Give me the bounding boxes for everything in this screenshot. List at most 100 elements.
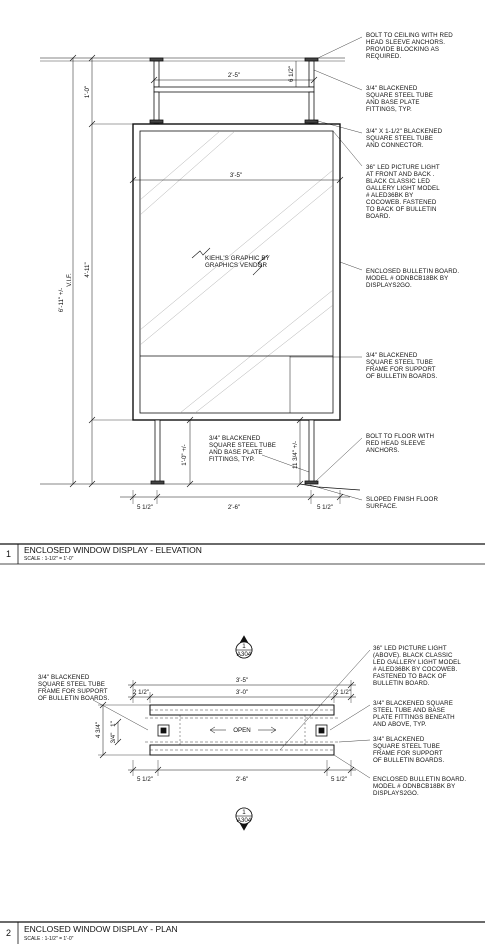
note-line: AND ABOVE, TYP. xyxy=(373,721,427,728)
note-line: SQUARE STEEL TUBE xyxy=(373,743,440,750)
dim-board-width: 3'-5" xyxy=(230,172,242,179)
section-marker-top xyxy=(235,635,253,659)
dim-top-hang: 1'-0" xyxy=(84,86,91,98)
dim-bottom-leg: 1'-0" +/- xyxy=(181,444,188,465)
plan-labels: 1 A304 1 A304 OPEN 3'-5" 2 1/2" 3'-0" 2 … xyxy=(38,643,466,824)
elevation-title-block: 1 ENCLOSED WINDOW DISPLAY - ELEVATION SC… xyxy=(0,543,485,565)
dim-board-height: 4'-11" xyxy=(84,262,91,277)
note-line: 3/4" BLACKENED xyxy=(366,352,418,359)
inner-note-line: AND BASE PLATE xyxy=(209,449,263,456)
dim-vif: V.I.F. xyxy=(66,273,73,287)
section-top-sheet: A304 xyxy=(237,651,252,658)
note-floor-bolt: BOLT TO FLOOR WITH RED HEAD SLEEVE ANCHO… xyxy=(366,433,434,454)
note-line: OF BULLETIN BOARDS. xyxy=(38,695,110,702)
note-line: SURFACE. xyxy=(366,503,398,510)
note-line: COCOWEB. FASTENED xyxy=(366,199,437,206)
note-line: STEEL TUBE AND BASE xyxy=(373,707,445,714)
note-steel-tube-connector: 3/4" X 1-1/2" BLACKENED SQUARE STEEL TUB… xyxy=(366,128,443,149)
dim-bottom-leg-right: 11 3/4" +/- xyxy=(292,441,299,469)
note-line: 3/4" X 1-1/2" BLACKENED xyxy=(366,128,443,135)
note-line: BOARD. xyxy=(366,213,391,220)
note-line: BULLETIN BOARD. xyxy=(373,680,430,687)
elevation-scale: SCALE : 1-1/2" = 1'-0" xyxy=(24,556,74,562)
graphic-label-2: GRAPHICS VENDOR xyxy=(205,262,267,269)
section-bottom-sheet: A304 xyxy=(237,817,252,824)
dim-top-bar-width: 2'-5" xyxy=(228,72,240,79)
note-line: REQUIRED. xyxy=(366,53,401,60)
note-line: BOLT TO CEILING WITH RED xyxy=(366,32,453,39)
note-line: HEAD SLEEVE ANCHORS. xyxy=(366,39,445,46)
note-line: SQUARE STEEL TUBE xyxy=(38,681,105,688)
inner-note-line: FITTINGS, TYP. xyxy=(209,456,255,463)
note-line: PROVIDE BLOCKING AS xyxy=(366,46,439,53)
plan-title-block: 2 ENCLOSED WINDOW DISPLAY - PLAN SCALE :… xyxy=(0,921,485,944)
dim-bottom-left: 5 1/2" xyxy=(137,504,153,511)
note-steel-tube-base: 3/4" BLACKENED SQUARE STEEL TUBE AND BAS… xyxy=(366,85,433,113)
note-line: GALLERY LIGHT MODEL xyxy=(366,185,440,192)
note-line: LED GALLERY LIGHT MODEL xyxy=(373,659,461,666)
elevation-labels: 6'-11" +/- V.I.F. 1'-0" 4'-11" 1'-0" +/-… xyxy=(58,32,459,511)
note-line: DISPLAYS2GO. xyxy=(366,282,412,289)
note-line: (ABOVE). BLACK CLASSIC xyxy=(373,652,453,659)
note-line: FRAME FOR SUPPORT xyxy=(38,688,108,695)
note-line: 36" LED PICTURE LIGHT xyxy=(373,645,447,652)
note-line: FRAME FOR SUPPORT xyxy=(366,366,436,373)
dim-overall: 3'-5" xyxy=(236,677,248,684)
note-line: DISPLAYS2GO. xyxy=(373,790,419,797)
note-line: MODEL # ODNBCB18BK BY xyxy=(373,783,455,790)
section-marker-bottom xyxy=(235,807,253,831)
note-line: FASTENED TO BACK OF xyxy=(373,673,447,680)
dim-depth: 4 3/4" xyxy=(95,722,102,738)
elevation-number: 1 xyxy=(6,549,11,559)
dim-left-top: 2 1/2" xyxy=(133,689,149,696)
note-line: 3/4" BLACKENED xyxy=(373,736,425,743)
dim-top-small: 6 1/2" xyxy=(288,66,295,82)
plan-left-note: 3/4" BLACKENED SQUARE STEEL TUBE FRAME F… xyxy=(38,674,110,702)
note-line: MODEL # ODNBCB18BK BY xyxy=(366,275,448,282)
note-line: OF BULLETIN BOARDS. xyxy=(373,757,445,764)
dim-bottom-mid: 2'-6" xyxy=(228,504,240,511)
inner-note-line: SQUARE STEEL TUBE xyxy=(209,442,276,449)
note-line: 3/4" BLACKENED xyxy=(38,674,90,681)
dim-depth-tiny: 1" xyxy=(110,721,117,727)
inner-note: 3/4" BLACKENED SQUARE STEEL TUBE AND BAS… xyxy=(209,435,276,463)
note-line: SLOPED FINISH FLOOR xyxy=(366,496,438,503)
note-line: RED HEAD SLEEVE xyxy=(366,440,425,447)
section-bottom-num: 1 xyxy=(242,809,246,816)
dim-bottom-mid: 2'-6" xyxy=(236,776,248,783)
note-line: ENCLOSED BULLETIN BOARD. xyxy=(373,776,466,783)
plan-scale: SCALE : 1-1/2" = 1'-0" xyxy=(24,936,74,942)
note-line: TO BACK OF BULLETIN xyxy=(366,206,437,213)
note-support-frame: 3/4" BLACKENED SQUARE STEEL TUBE FRAME F… xyxy=(366,352,437,380)
inner-note-line: 3/4" BLACKENED xyxy=(209,435,261,442)
note-line: ENCLOSED BULLETIN BOARD. xyxy=(366,268,459,275)
note-line: 3/4" BLACKENED xyxy=(366,85,418,92)
note-line: SQUARE STEEL TUBE xyxy=(366,92,433,99)
note-line: BLACK CLASSIC LED xyxy=(366,178,430,185)
note-floor-surface: SLOPED FINISH FLOOR SURFACE. xyxy=(366,496,438,510)
plan-note-tube-fittings: 3/4" BLACKENED SQUARE STEEL TUBE AND BAS… xyxy=(373,700,455,728)
elevation-title: ENCLOSED WINDOW DISPLAY - ELEVATION xyxy=(24,545,202,555)
dim-bottom-right: 5 1/2" xyxy=(317,504,333,511)
dim-bottom-right: 5 1/2" xyxy=(331,776,347,783)
note-line: PLATE FITTINGS BENEATH xyxy=(373,714,455,721)
graphic-label-1: KIEHL'S GRAPHIC BY xyxy=(205,255,270,262)
note-led-light: 36" LED PICTURE LIGHT AT FRONT AND BACK … xyxy=(366,164,440,220)
note-line: FRAME FOR SUPPORT xyxy=(373,750,443,757)
open-label: OPEN xyxy=(233,727,251,734)
dim-right-top: 2 1/2" xyxy=(335,689,351,696)
note-line: SQUARE STEEL TUBE xyxy=(366,359,433,366)
elevation-drawing xyxy=(40,36,363,504)
dim-depth-small: 3/4" xyxy=(110,733,117,744)
note-line: 3/4" BLACKENED SQUARE xyxy=(373,700,453,707)
plan-note-led: 36" LED PICTURE LIGHT (ABOVE). BLACK CLA… xyxy=(373,645,461,687)
note-bulletin-board: ENCLOSED BULLETIN BOARD. MODEL # ODNBCB1… xyxy=(366,268,459,289)
note-line: # ALED36BK BY COCOWEB. xyxy=(373,666,457,673)
note-line: 36" LED PICTURE LIGHT xyxy=(366,164,440,171)
note-line: BOLT TO FLOOR WITH xyxy=(366,433,434,440)
plan-title: ENCLOSED WINDOW DISPLAY - PLAN xyxy=(24,924,178,934)
plan-note-bulletin: ENCLOSED BULLETIN BOARD. MODEL # ODNBCB1… xyxy=(373,776,466,797)
plan-number: 2 xyxy=(6,928,11,938)
note-line: AT FRONT AND BACK . xyxy=(366,171,435,178)
note-line: AND CONNECTOR. xyxy=(366,142,424,149)
